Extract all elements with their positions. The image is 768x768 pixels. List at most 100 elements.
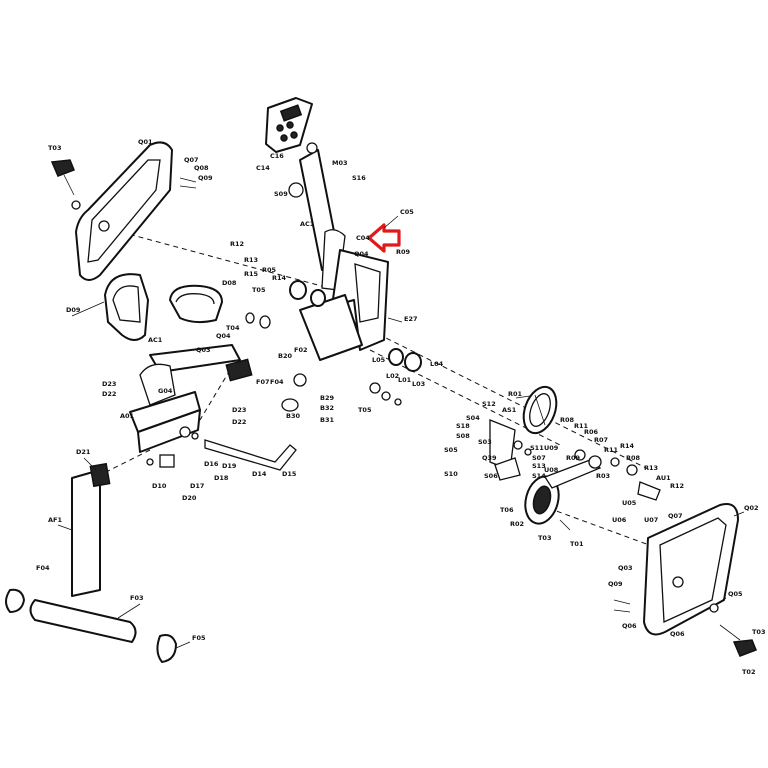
part-label: AS1 (502, 406, 517, 414)
label-leaders (57, 215, 745, 649)
part-label: U05 (622, 499, 637, 507)
part-label: L05 (372, 356, 386, 364)
part-label: R12 (230, 240, 244, 248)
part-label: B29 (320, 394, 334, 402)
part-label: B30 (286, 412, 300, 420)
part-label: S12 (482, 400, 496, 408)
part-label: F05 (192, 634, 206, 642)
console-display (265, 97, 313, 153)
part-label: S03 (478, 438, 492, 446)
part-label: D22 (232, 418, 246, 426)
part-label: C05 (400, 208, 414, 216)
part-label: Q03 (196, 346, 211, 354)
part-label: B20 (278, 352, 292, 360)
part-label: S18 (456, 422, 470, 430)
part-label: R05 (262, 266, 277, 274)
part-label: F04 (270, 378, 284, 386)
part-label: Q39 (482, 454, 497, 462)
part-label: L01 (398, 376, 412, 384)
left-pedal-t03 (50, 159, 81, 210)
part-label: T05 (358, 406, 372, 414)
part-label: Q08 (194, 164, 209, 172)
part-label: T02 (742, 668, 755, 676)
part-label: R13 (244, 256, 258, 264)
part-label: Q03 (618, 564, 633, 572)
part-label: S11 (530, 444, 544, 452)
part-label: T06 (500, 506, 514, 514)
part-label: G04 (158, 387, 173, 395)
adjustment-lever (146, 426, 297, 471)
part-label: Q09 (198, 174, 213, 182)
part-label: S04 (466, 414, 480, 422)
front-stabilizer (5, 462, 177, 663)
part-label: R09 (566, 454, 581, 462)
right-pedal-t03 (719, 624, 757, 657)
part-label: U09 (544, 444, 559, 452)
flywheel (522, 385, 558, 435)
part-label: D14 (252, 470, 267, 478)
part-label: D23 (102, 380, 116, 388)
part-label: M03 (332, 159, 348, 167)
right-cover-screws (559, 519, 631, 613)
main-frame (299, 249, 389, 361)
part-label: L02 (386, 372, 399, 380)
part-label: D22 (102, 390, 116, 398)
part-label: R02 (510, 520, 524, 528)
part-label: R15 (244, 270, 259, 278)
left-side-cover (75, 141, 173, 281)
part-label: Q04 (216, 332, 231, 340)
crank-arm-assembly (489, 419, 532, 481)
part-label: F04 (36, 564, 50, 572)
part-label: S07 (532, 454, 546, 462)
drive-pulley (524, 455, 602, 525)
part-label: S09 (274, 190, 288, 198)
part-label: T03 (48, 144, 61, 152)
part-label: T03 (752, 628, 765, 636)
part-labels: T03 Q01 Q07 Q08 Q09 D09 D08 T05 T04 Q04 … (36, 138, 765, 676)
part-label: R14 (620, 442, 635, 450)
part-label: D15 (282, 470, 297, 478)
part-label: B31 (320, 416, 334, 424)
part-label: U06 (612, 516, 627, 524)
seat-backrest (104, 273, 149, 341)
part-label: Q06 (622, 622, 637, 630)
part-label: U08 (544, 466, 559, 474)
part-label: Q07 (184, 156, 199, 164)
seat-slide-rail (129, 363, 201, 453)
part-label: C04 (356, 234, 370, 242)
part-label: T03 (538, 534, 551, 542)
part-label: L04 (430, 360, 444, 368)
part-label: E27 (404, 315, 418, 323)
part-label: D23 (232, 406, 246, 414)
part-label: Q02 (744, 504, 759, 512)
part-label: Q04 (354, 250, 369, 258)
part-label: R09 (396, 248, 411, 256)
part-label: U07 (644, 516, 658, 524)
part-label: R08 (626, 454, 641, 462)
part-label: T05 (252, 286, 266, 294)
part-label: A01 (120, 412, 135, 420)
part-label: D20 (182, 494, 197, 502)
pulley-bushings (245, 280, 422, 412)
part-label: S13 (532, 462, 546, 470)
part-label: Q05 (728, 590, 743, 598)
part-label: T04 (226, 324, 240, 332)
part-label: Q01 (138, 138, 153, 146)
part-label: S08 (456, 432, 470, 440)
part-label: R03 (596, 472, 610, 480)
part-label: D17 (190, 482, 204, 490)
left-arrow-icon (367, 223, 401, 253)
part-label: R12 (670, 482, 684, 490)
part-label: R11 (574, 422, 589, 430)
part-label: R01 (508, 390, 523, 398)
part-label: D08 (222, 279, 237, 287)
part-label: D09 (66, 306, 81, 314)
right-side-cover (643, 503, 739, 636)
part-label: R13 (644, 464, 658, 472)
part-label: AU1 (656, 474, 671, 482)
left-cover-screws (179, 177, 197, 189)
part-label: B32 (320, 404, 334, 412)
part-label: L03 (412, 380, 425, 388)
